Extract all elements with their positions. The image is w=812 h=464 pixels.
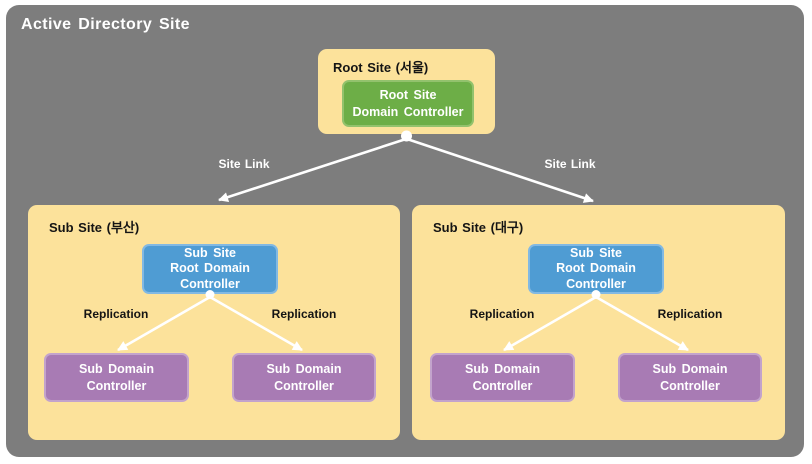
node-line-1: Sub Domain xyxy=(465,361,540,376)
replication-label: Replication xyxy=(83,307,149,321)
node-line-2: Root Domain xyxy=(556,261,636,276)
sub-site-daegu-group: Sub Site (대구) Sub Site Root Domain Contr… xyxy=(412,205,785,440)
site-link-label-left: Site Link xyxy=(218,157,270,171)
sub-site-root-domain-controller-node: Sub Site Root Domain Controller xyxy=(142,244,278,294)
replication-label: Replication xyxy=(271,307,337,321)
node-line-1: Sub Domain xyxy=(652,361,728,376)
node-line-1: Sub Site xyxy=(569,245,622,260)
active-directory-site-canvas: Active Directory Site Root Site (서울) Roo… xyxy=(6,5,804,457)
sub-site-daegu-label: Sub Site (대구) xyxy=(433,220,524,235)
sub-site-busan-group: Sub Site (부산) Sub Site Root Domain Contr… xyxy=(28,205,400,440)
node-line-3: Controller xyxy=(180,276,240,291)
root-site-group: Root Site (서울) Root Site Domain Controll… xyxy=(318,49,495,134)
node-line-1: Sub Site xyxy=(183,245,236,260)
node-line-1: Sub Domain xyxy=(79,361,154,376)
sub-domain-controller-node: Sub Domain Controller xyxy=(618,353,762,402)
site-link-label-right: Site Link xyxy=(544,157,596,171)
node-line-2: Controller xyxy=(660,378,720,393)
replication-label: Replication xyxy=(657,307,723,321)
sub-domain-controller-node: Sub Domain Controller xyxy=(44,353,189,402)
root-site-label: Root Site (서울) xyxy=(333,60,429,75)
node-line-2: Domain Controller xyxy=(352,104,464,119)
node-line-1: Root Site xyxy=(379,87,437,102)
diagram-title: Active Directory Site xyxy=(21,16,190,33)
node-line-2: Controller xyxy=(86,378,147,393)
sub-site-root-domain-controller-node: Sub Site Root Domain Controller xyxy=(528,244,664,294)
sub-site-busan-label: Sub Site (부산) xyxy=(49,220,140,235)
node-line-2: Controller xyxy=(274,378,334,393)
replication-label: Replication xyxy=(469,307,535,321)
node-line-2: Root Domain xyxy=(170,261,250,276)
root-site-domain-controller-node: Root Site Domain Controller xyxy=(342,80,474,127)
node-line-1: Sub Domain xyxy=(266,361,342,376)
node-line-3: Controller xyxy=(566,276,626,291)
sub-domain-controller-node: Sub Domain Controller xyxy=(232,353,376,402)
sub-domain-controller-node: Sub Domain Controller xyxy=(430,353,575,402)
node-line-2: Controller xyxy=(472,378,533,393)
